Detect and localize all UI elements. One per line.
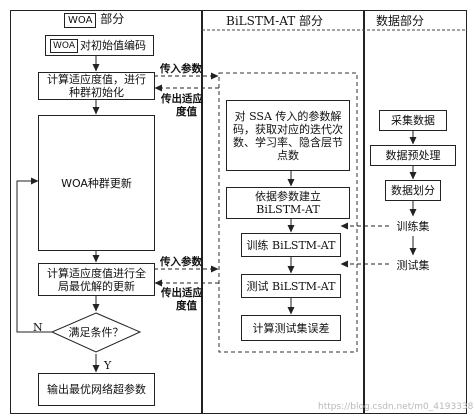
data-panel (364, 10, 467, 414)
error-box: 计算测试集误差 (241, 315, 341, 341)
train-box: 训练 BiLSTM-AT (241, 233, 341, 257)
testset-box: 测试集 (389, 256, 437, 275)
return-fitness-label-1: 传出适应 (161, 93, 203, 105)
return-fitness-label-1b: 度值 (176, 106, 197, 118)
test-box: 测试 BiLSTM-AT (241, 274, 341, 298)
arrow-no-loop (16, 177, 54, 333)
yes-label: Y (104, 359, 112, 372)
return-fitness-label-2: 传出适应 (161, 287, 203, 299)
decode-box: 对 SSA 传入的参数解码，获取对应的迭代次数、学习率、隐含层节点数 (226, 100, 350, 171)
return-fitness-label-2b: 度值 (176, 300, 197, 312)
build-box: 依据参数建立 BiLSTM-AT (226, 187, 350, 219)
woa-update-box: WOA种群更新 (38, 115, 155, 251)
split-box: 数据划分 (385, 180, 441, 201)
condition-label: 满足条件？ (68, 326, 124, 339)
woa-init-box: WOA 对初始值编码 (45, 35, 154, 56)
fitness-update-box: 计算适应度值进行全局最优解的更新 (38, 263, 155, 296)
send-params-label-2: 传入参数 (160, 256, 202, 268)
woa-init-tag: WOA (50, 38, 78, 53)
watermark: https://blog.csdn.net/m0_41933389 (318, 402, 474, 412)
bilstm-panel (202, 10, 364, 414)
woa-title-rest: 部分 (100, 12, 125, 26)
woa-panel-title: WOA 部分 (64, 12, 124, 28)
output-box: 输出最优网络超参数 (38, 373, 155, 406)
condition-diamond (50, 312, 142, 353)
woa-title-tag: WOA (64, 13, 97, 28)
bilstm-panel-title: BiLSTM-AT 部分 (226, 14, 324, 28)
data-panel-title: 数据部分 (376, 14, 425, 28)
no-label: N (33, 321, 43, 334)
preprocess-box: 数据预处理 (370, 145, 456, 166)
woa-panel (10, 10, 202, 414)
fitness-init-box: 计算适应度值，进行种群初始化 (38, 72, 155, 100)
trainset-box: 训练集 (389, 217, 437, 236)
woa-init-text: 对初始值编码 (79, 39, 146, 52)
bilstm-inner-dashed-frame (218, 72, 358, 353)
send-params-label-1: 传入参数 (160, 63, 202, 75)
collect-box: 采集数据 (379, 110, 447, 131)
